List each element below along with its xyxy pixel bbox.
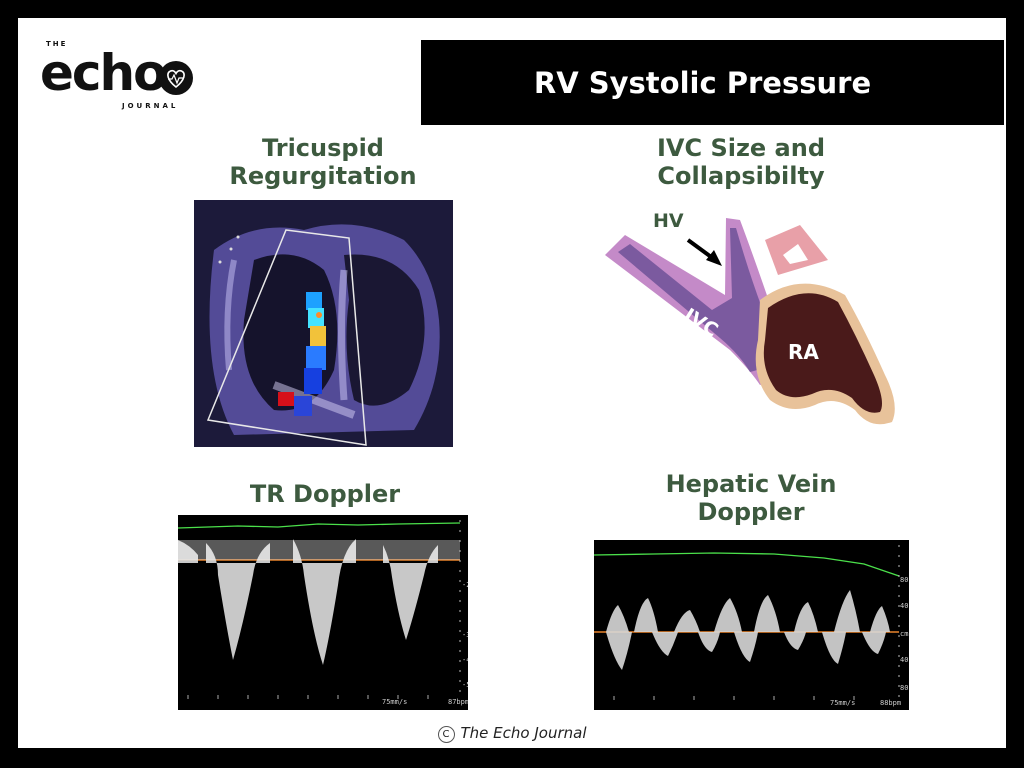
tr-doppler-bpm: 87bpm: [448, 698, 468, 706]
echo-journal-logo: THE echo JOURNAL: [40, 40, 200, 125]
hv-doppler-speed: 75mm/s: [830, 699, 856, 707]
heart-icon: [159, 61, 193, 95]
svg-text:cm: cm: [900, 630, 908, 638]
svg-text:-5: -5: [462, 681, 468, 689]
svg-text:40: 40: [900, 656, 908, 664]
logo-journal: JOURNAL: [122, 102, 179, 110]
footer-credit: C The Echo Journal: [0, 724, 1024, 743]
tr-echo-image: [194, 200, 453, 447]
hvd-title: Hepatic Vein Doppler: [665, 470, 837, 526]
tr-doppler-image: -2 -3 -4 -5 75mm/s 87bpm: [178, 515, 468, 710]
hv-doppler-image: 80 40 cm 40 80 75mm/s 88bpm: [594, 540, 909, 710]
logo-the: THE: [46, 40, 68, 48]
footer-text: The Echo Journal: [460, 724, 587, 742]
logo-word: echo: [40, 44, 167, 102]
svg-text:-4: -4: [462, 656, 468, 664]
tr-doppler-speed: 75mm/s: [382, 698, 408, 706]
svg-text:-3: -3: [462, 631, 468, 639]
trd-title: TR Doppler: [249, 480, 401, 508]
ra-label: RA: [788, 340, 819, 364]
ivc-title: IVC Size and Collapsibilty: [656, 134, 826, 190]
hv-doppler-bpm: 88bpm: [880, 699, 902, 707]
tr-title: Tricuspid Regurgitation: [229, 134, 417, 190]
page-title: RV Systolic Pressure: [533, 65, 872, 100]
svg-text:80: 80: [900, 684, 908, 692]
copyright-icon: C: [437, 726, 455, 743]
svg-text:80: 80: [900, 576, 908, 584]
header-banner: RV Systolic Pressure: [421, 40, 1004, 125]
ivc-illustration: HV IVC RA: [600, 200, 910, 435]
hv-label: HV: [653, 210, 684, 232]
svg-text:-2: -2: [462, 581, 468, 589]
svg-text:40: 40: [900, 602, 908, 610]
